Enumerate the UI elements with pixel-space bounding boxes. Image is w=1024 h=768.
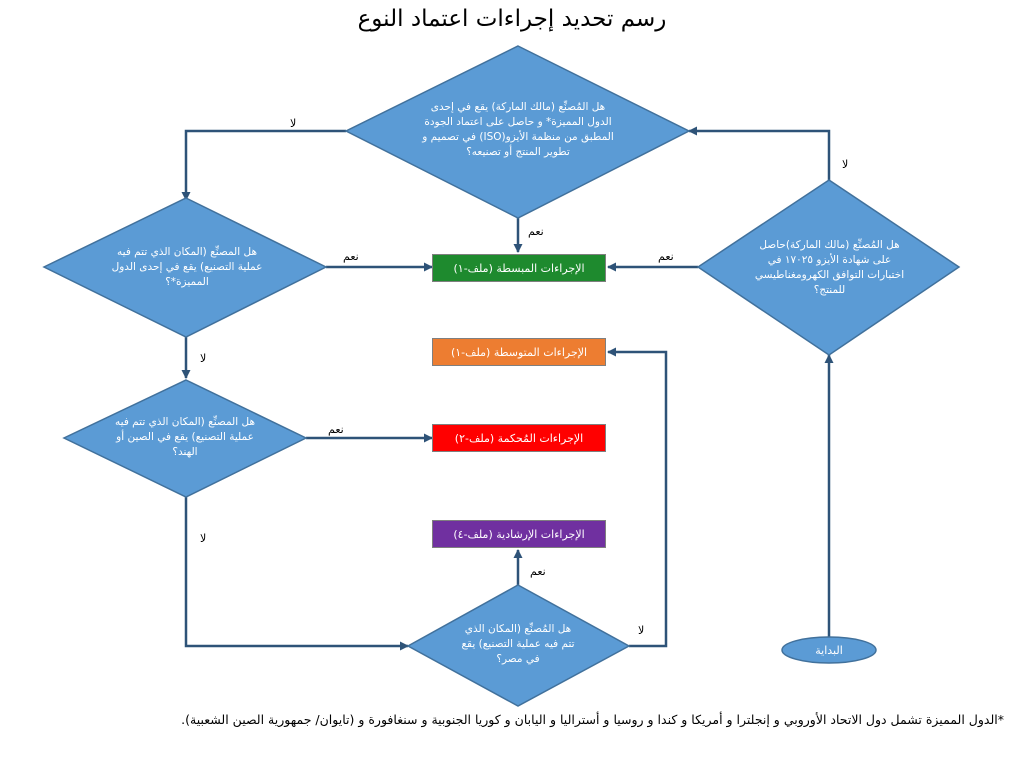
procedure-simplified: الإجراءات المبسطة (ملف-١)	[432, 254, 606, 282]
decision-left-2-text: هل المصنِّع (المكان الذي تتم فيه عملية ا…	[115, 415, 255, 458]
arrow-left2-no	[184, 497, 409, 651]
label-no-left1: لا	[200, 352, 207, 365]
procedure-strict: الإجراءات المُحكمة (ملف-٢)	[432, 424, 606, 452]
label-no-left2: لا	[200, 532, 207, 545]
procedure-guidance: الإجراءات الإرشادية (ملف-٤)	[432, 520, 606, 548]
label-yes-top: نعم	[528, 225, 544, 238]
arrow-top-decision-no	[181, 129, 346, 201]
label-yes-left2: نعم	[328, 423, 344, 436]
arrow-right-decision-no	[688, 126, 831, 180]
decision-top-text: هل المُصنِّع (مالك الماركة) يقع في إحدى …	[422, 101, 614, 158]
procedure-medium: الإجراءات المتوسطة (ملف-١)	[432, 338, 606, 366]
label-yes-left1: نعم	[343, 250, 359, 263]
label-yes-right: نعم	[658, 250, 674, 263]
decision-left-1	[42, 197, 328, 338]
label-no-top-left: لا	[290, 117, 297, 130]
start-label: البداية	[815, 643, 843, 657]
footnote: *الدول المميزة تشمل دول الاتحاد الأوروبي…	[181, 712, 1004, 727]
decision-bottom	[406, 584, 631, 707]
decision-right	[696, 179, 961, 356]
decision-top	[344, 45, 691, 219]
start-ellipse	[781, 636, 877, 664]
decision-left-1-text: هل المصنِّع (المكان الذي تتم فيه عملية ا…	[111, 245, 263, 288]
page-title: رسم تحديد إجراءات اعتماد النوع	[357, 6, 667, 32]
label-yes-bottom: نعم	[530, 565, 546, 578]
decision-left-2	[62, 379, 308, 498]
decision-right-text: هل المُصنِّع (مالك الماركة)حاصل على شهاد…	[754, 238, 905, 296]
label-no-right: لا	[842, 158, 849, 171]
decision-bottom-text: هل المُصنِّع (المكان الذي تتم فيه عملية …	[461, 622, 575, 665]
arrow-bottom-decision-no	[607, 347, 668, 648]
label-no-bottom: لا	[638, 624, 645, 637]
